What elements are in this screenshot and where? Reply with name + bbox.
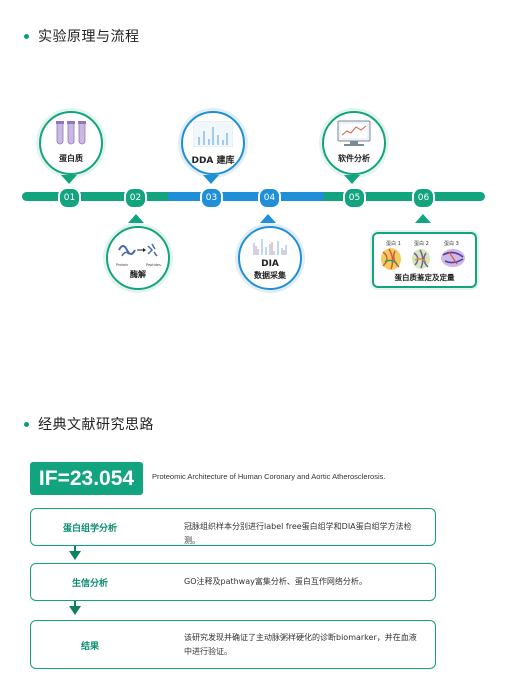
row-key: 结果 [80,642,99,652]
pointer-up-2 [128,214,144,223]
paper-title: Proteomic Architecture of Human Coronary… [152,472,386,481]
step-dia-label: DIA [261,259,279,269]
step-identify-box: 蛋白 1 蛋白 2 蛋白 3 蛋白质鉴定及定量 [372,232,477,288]
flow-arrow-stem [74,601,76,606]
literature-row-bioinfo: 生信分析 GO注释及pathway富集分析、蛋白互作网络分析。 [30,563,436,601]
timeline-node-02: 02 [124,187,147,209]
section-title: 实验原理与流程 [38,29,140,45]
protein-label-1: 蛋白 1 [386,241,401,247]
row-value: GO注释及pathway富集分析、蛋白互作网络分析。 [184,577,367,586]
step-dia-circle: DIA 数据采集 [238,226,302,290]
dia-spectrum-icon [253,239,287,255]
step-identify-label: 蛋白质鉴定及定量 [394,273,455,282]
pointer-down-3 [203,175,219,184]
step-software-label: 软件分析 [338,154,370,163]
protein-label-2: 蛋白 2 [414,241,429,247]
step-protein-circle: 蛋白质 [39,111,103,175]
literature-row-result: 结果 该研究发现并确证了主动脉粥样硬化的诊断biomarker，并在血液中进行验… [30,620,436,669]
step-digest-label: 酶解 [130,270,146,279]
pointer-up-6 [415,214,431,223]
step-protein-label: 蛋白质 [59,154,83,163]
step-dda-label: DDA 建库 [191,156,235,166]
bullet-dot [24,33,29,39]
impact-factor-badge: IF=23.054 [30,462,143,495]
step-software-circle: 软件分析 [322,111,386,175]
row-value: 该研究发现并确证了主动脉粥样硬化的诊断biomarker，并在血液中进行验证。 [184,633,417,656]
pointer-up-4 [260,214,276,223]
timeline-node-04: 04 [258,187,281,209]
literature-row-proteomics: 蛋白组学分析 冠脉组织样本分别进行label free蛋白组学和DIA蛋白组学方… [30,508,436,546]
section-title: 经典文献研究思路 [38,417,154,433]
pointer-down-5 [344,175,360,184]
digestion-icon [118,243,158,257]
flow-arrow-down-icon [69,551,81,560]
flow-arrow-stem [74,546,76,551]
timeline-node-03: 03 [200,187,223,209]
tubes-icon [56,121,86,145]
section-heading-literature: 经典文献研究思路 [24,414,154,434]
timeline-bar-highlight [168,192,324,201]
step-digest-circle: Protein Peptides 酶解 [106,226,170,290]
flow-arrow-down-icon [69,606,81,615]
computer-icon [337,120,371,146]
bullet-dot [24,421,29,427]
protein-label-3: 蛋白 3 [444,241,459,247]
pointer-down-1 [61,175,77,184]
digest-sub-protein: Protein [116,263,129,267]
section-heading-principle: 实验原理与流程 [24,26,140,46]
protein-structures-icon [381,248,465,270]
timeline-node-01: 01 [58,187,81,209]
timeline-node-06: 06 [412,187,435,209]
row-value: 冠脉组织样本分别进行label free蛋白组学和DIA蛋白组学方法检测。 [184,522,412,545]
step-dda-circle: DDA 建库 [181,111,245,175]
row-key: 生信分析 [71,579,108,589]
digest-sub-peptides: Peptides [146,263,161,267]
step-dia-sublabel: 数据采集 [254,271,286,280]
row-key: 蛋白组学分析 [62,524,117,534]
spectrum-icon [193,121,233,147]
timeline-node-05: 05 [343,187,366,209]
